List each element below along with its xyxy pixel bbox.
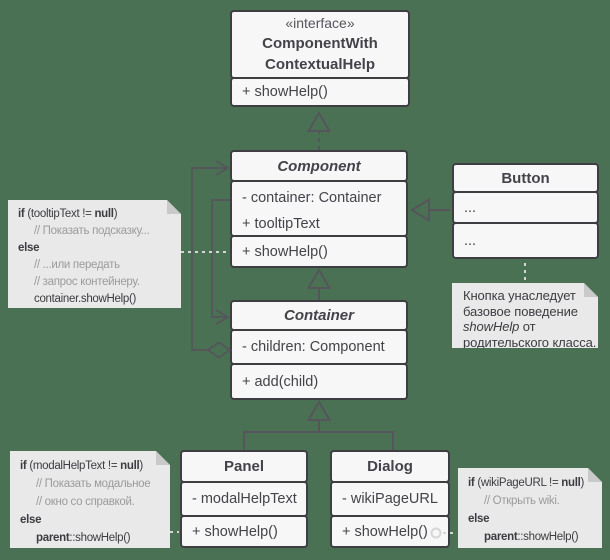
field-label: - modalHelpText — [192, 491, 297, 507]
code-line: if (modalHelpText != null) — [20, 460, 143, 472]
title-compartment: Container — [230, 300, 408, 331]
methods-compartment: + add(child) — [230, 363, 408, 400]
note-line: родительского класса. — [463, 334, 597, 350]
ellipsis-label: ... — [464, 199, 477, 216]
code-line: if (tooltipText != null) — [18, 208, 118, 220]
code-comment: // окно со справкой. — [36, 496, 135, 508]
aggregation-diamond-icon — [206, 341, 232, 359]
code-line: else — [468, 513, 490, 525]
title-compartment: «interface» ComponentWith ContextualHelp — [230, 10, 410, 79]
extends-triangle-icon — [306, 400, 332, 421]
fields-compartment: - container: Container + tooltipText — [230, 180, 408, 237]
code-line: else — [18, 242, 40, 254]
code-line: else — [20, 514, 42, 526]
ellipsis-label: ... — [464, 232, 477, 249]
code-comment: // запрос контейнеру. — [34, 276, 140, 288]
field-label: - wikiPageURL — [342, 491, 438, 507]
title-compartment: Dialog — [330, 450, 450, 483]
field-label: + tooltipText — [242, 216, 320, 232]
title-compartment: Component — [230, 150, 408, 182]
class-name: Button — [501, 169, 550, 187]
class-component: Component - container: Container + toolt… — [230, 150, 408, 268]
association-line-container — [211, 199, 230, 318]
field-label: - children: Component — [242, 339, 385, 355]
methods-compartment: + showHelp() — [230, 235, 408, 268]
extends-triangle-icon — [306, 268, 332, 289]
code-line: parent::showHelp() — [36, 532, 131, 544]
note-button-inherit: Кнопка унаследует базовое поведение show… — [452, 283, 598, 348]
stereotype-label: «interface» — [285, 15, 355, 31]
note-modal-code: if (modalHelpText != null) // Показать м… — [10, 451, 170, 548]
code-comment: // ...или передать — [34, 259, 120, 271]
method-label: + showHelp() — [192, 523, 278, 540]
class-name: Component — [277, 157, 361, 175]
methods-compartment: ... — [452, 222, 599, 259]
code-line: container.showHelp() — [34, 293, 137, 305]
realization-triangle-icon — [306, 111, 332, 132]
method-label: + add(child) — [242, 373, 319, 390]
association-arrow-icon — [215, 309, 230, 325]
title-compartment: Button — [452, 163, 599, 193]
fields-compartment: - children: Component — [230, 329, 408, 365]
class-panel: Panel - modalHelpText + showHelp() — [180, 450, 308, 548]
code-comment: // Показать подсказку... — [34, 225, 150, 237]
association-arrow-icon — [215, 160, 230, 176]
code-comment: // Открыть wiki. — [484, 495, 560, 507]
extends-triangle-icon — [410, 197, 430, 223]
class-button: Button ... ... — [452, 163, 599, 259]
code-comment: // Показать модальное — [36, 478, 151, 490]
note-line: showHelp от — [463, 319, 536, 334]
field-label: - container: Container — [242, 190, 382, 206]
methods-compartment: + showHelp() — [330, 515, 450, 548]
fields-compartment: ... — [452, 191, 599, 224]
title-compartment: Panel — [180, 450, 308, 483]
note-line: Кнопка унаследует — [463, 288, 576, 303]
code-line: parent::showHelp() — [484, 531, 579, 543]
note-wiki-code: if (wikiPageURL != null) // Открыть wiki… — [458, 468, 602, 548]
class-name: Container — [283, 307, 354, 324]
methods-compartment: + showHelp() — [230, 77, 410, 107]
fields-compartment: - modalHelpText — [180, 481, 308, 517]
class-dialog: Dialog - wikiPageURL + showHelp() — [330, 450, 450, 548]
method-label: + showHelp() — [342, 523, 428, 540]
class-container: Container - children: Component + add(ch… — [230, 300, 408, 400]
class-name: Dialog — [367, 458, 413, 475]
class-interface-componentwithcontextualhelp: «interface» ComponentWith ContextualHelp… — [230, 10, 410, 107]
method-label: + showHelp() — [242, 84, 328, 100]
extends-tree-line — [243, 420, 394, 450]
class-name: ComponentWith — [262, 35, 378, 52]
aggregation-line-children — [191, 167, 226, 351]
note-line: базовое поведение — [463, 303, 578, 319]
class-name: Panel — [223, 458, 265, 475]
code-line: if (wikiPageURL != null) — [468, 477, 585, 489]
method-label: + showHelp() — [242, 243, 328, 260]
class-name: ContextualHelp — [264, 56, 375, 73]
methods-compartment: + showHelp() — [180, 515, 308, 548]
note-tooltip-code: if (tooltipText != null) // Показать под… — [8, 200, 181, 308]
fields-compartment: - wikiPageURL — [330, 481, 450, 517]
